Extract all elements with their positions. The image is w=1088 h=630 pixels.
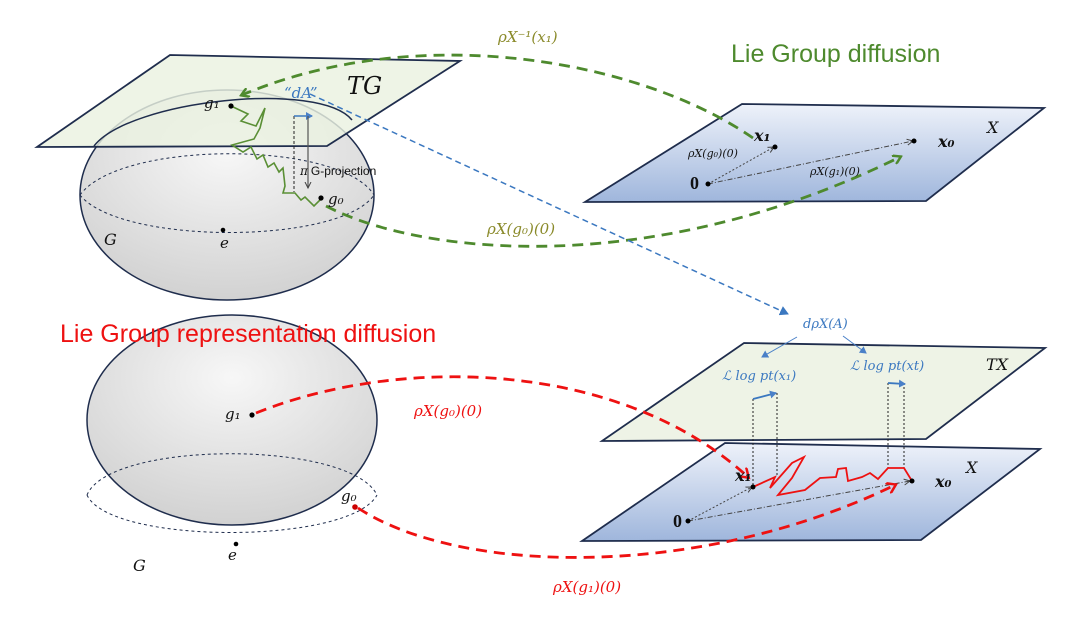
sphere-outline-over-plane (93, 97, 353, 147)
vector-0-to-x1-top (707, 147, 774, 185)
inverse-map-arrow (242, 53, 754, 140)
red-upper-map-label: ρX(g₀)(0) (414, 402, 483, 420)
g0-label-bottom: g₀ (341, 487, 357, 505)
tangent-plane-TX (599, 342, 1048, 442)
space-X-label-bottom: X (966, 458, 978, 477)
vector-0-to-x1-bottom (687, 487, 752, 522)
equator-dashed-top (79, 153, 375, 196)
drho-to-score-xt-arrow (842, 335, 867, 354)
origin-point-bottom (685, 518, 691, 524)
differential-map-arrow (309, 93, 789, 316)
g1-point-top (228, 103, 234, 109)
equator-dashed-front-bottom (86, 494, 378, 533)
g1-label-bottom: g₁ (225, 405, 241, 423)
red-random-walk (752, 454, 913, 497)
green-random-walk (230, 105, 323, 208)
red-map-g0-arrow (357, 485, 895, 559)
x0-point-bottom (909, 478, 915, 484)
identity-point-top (220, 227, 226, 233)
rho-g0-label-top: ρX(g₀)(0) (688, 147, 738, 160)
tangent-plane-TG (34, 54, 463, 148)
g0-label-top: g₀ (328, 190, 344, 208)
tangent-plane-TG-label: TG (347, 72, 383, 100)
forward-map-label: ρX(g₀)(0) (487, 220, 556, 238)
x0-label-bottom: x₀ (935, 472, 952, 491)
red-lower-map-label: ρX(g₁)(0) (553, 578, 622, 596)
group-G-label-bottom: G (133, 556, 146, 575)
d-rho-label: dρX(A) (803, 317, 848, 332)
equator-dashed-front-top (79, 194, 375, 233)
origin-point-top (705, 181, 711, 187)
forward-map-arrow (325, 157, 900, 248)
g1-point-bottom (249, 412, 255, 418)
rho-g1-label-top: ρX(g₁)(0) (810, 165, 860, 178)
identity-e-label-top: e (220, 234, 229, 252)
g0-point-top (318, 195, 324, 201)
score-x1-label: ℒ log pt(x₁) (722, 369, 797, 384)
group-G-label-top: G (104, 230, 117, 249)
g1-label-top: g₁ (204, 94, 220, 112)
x1-point-top (772, 144, 778, 150)
x0-label-top: x₀ (938, 132, 955, 151)
projection-pi: π (300, 164, 308, 178)
equator-dashed-back-bottom (86, 453, 378, 496)
score-xt-arrow (887, 379, 906, 388)
space-plane-X-top (581, 103, 1047, 203)
tangent-plane-TX-label: TX (986, 355, 1009, 374)
inverse-map-label: ρX⁻¹(x₁) (498, 28, 558, 46)
origin-label-bottom: 0 (673, 511, 682, 531)
identity-e-label-bottom: e (228, 546, 237, 564)
group-sphere-bottom (86, 314, 378, 526)
dA-label: “dA” (284, 84, 318, 102)
x1-point-bottom (750, 484, 756, 490)
vector-0-to-x0-top (707, 141, 913, 185)
score-x1-arrow (752, 390, 777, 400)
score-xt-label: ℒ log pt(xt) (850, 359, 925, 374)
drho-to-score-x1-arrow (761, 336, 798, 358)
x0-point-top (911, 138, 917, 144)
identity-point-bottom (233, 541, 239, 547)
title-lie-group-diffusion: Lie Group diffusion (731, 40, 941, 68)
vector-0-to-x0-bottom (687, 481, 910, 522)
origin-label-top: 0 (690, 173, 699, 193)
red-map-g1-arrow (255, 375, 748, 477)
projection-text: G-projection (310, 164, 377, 178)
projection-label: π G-projection (300, 165, 376, 177)
x1-label-bottom: x₁ (735, 466, 752, 485)
title-lie-group-representation-diffusion: Lie Group representation diffusion (60, 320, 437, 348)
x1-label-top: x₁ (754, 126, 771, 145)
g0-point-bottom (352, 504, 358, 510)
space-X-label-top: X (987, 118, 999, 137)
